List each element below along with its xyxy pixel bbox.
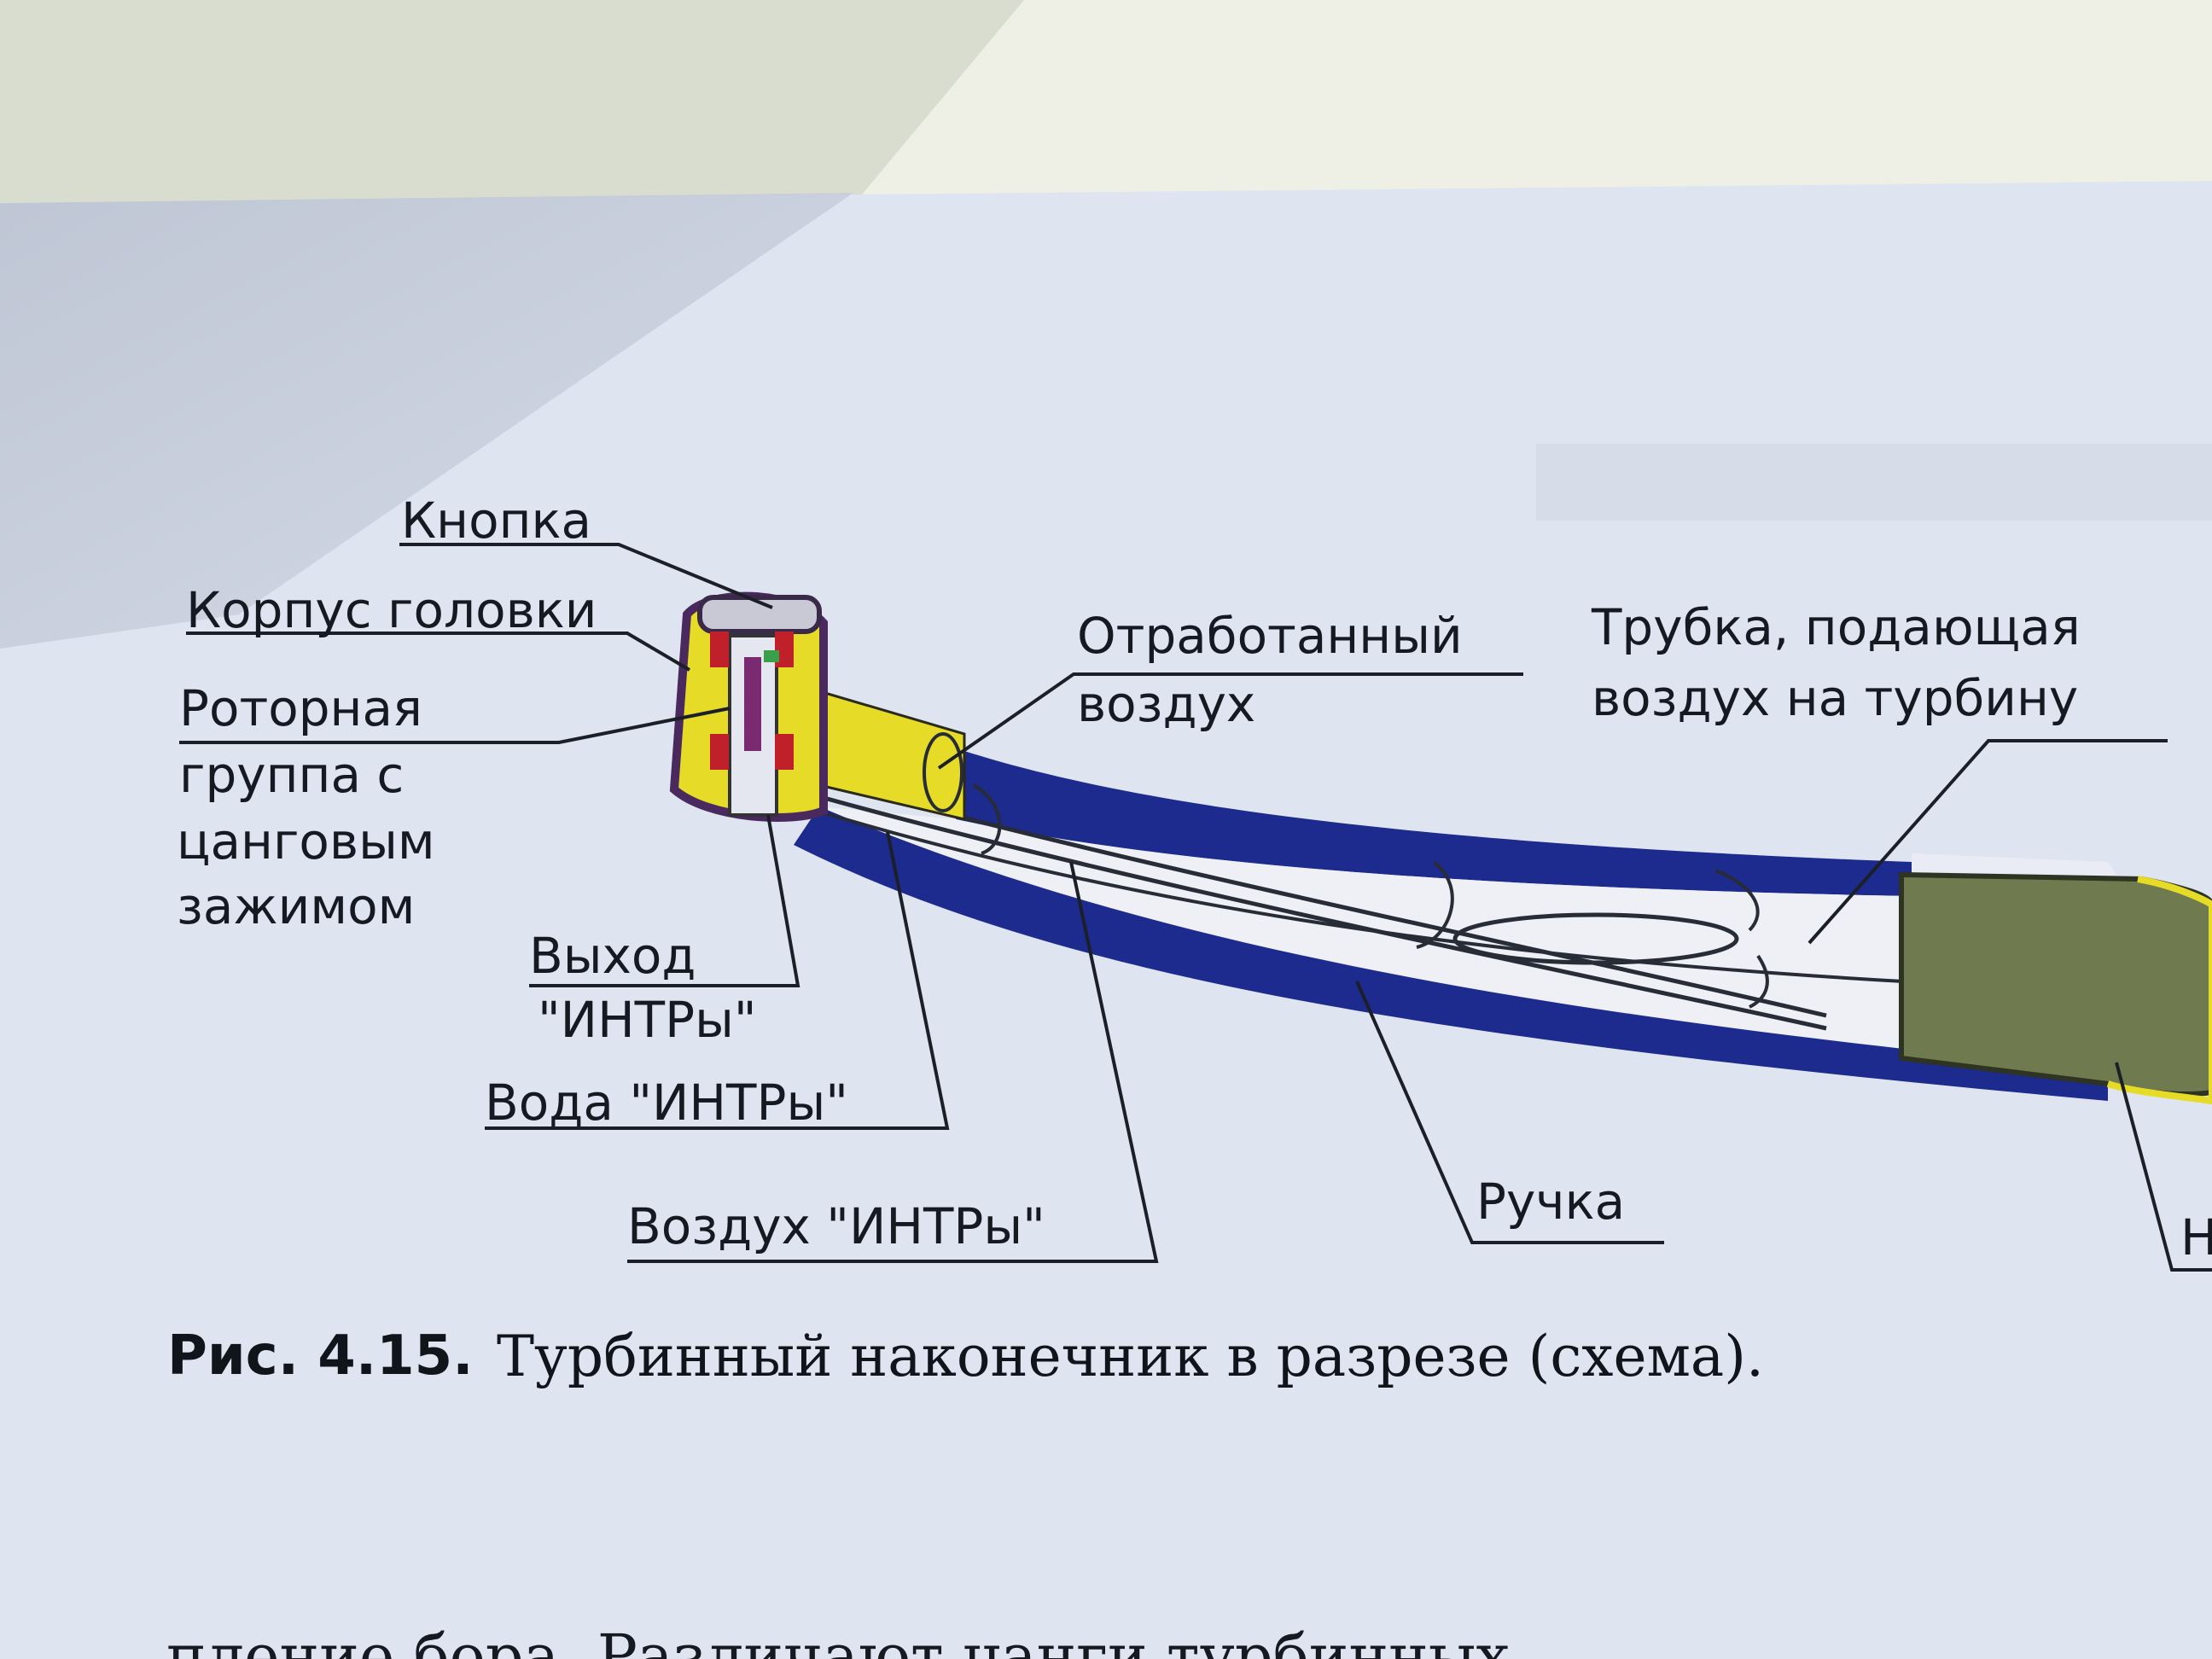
tube-bend-2 — [1714, 869, 1760, 932]
rotor-green-ring — [764, 650, 779, 662]
exhaust-loop — [972, 783, 1002, 855]
push-button — [697, 595, 822, 634]
label-korpus: Корпус головки — [186, 581, 597, 639]
leader-vozdukh — [627, 861, 1159, 1263]
rotor-bearing-4 — [775, 734, 794, 770]
internal-tube-2 — [793, 787, 1827, 1031]
label-knopka: Кнопка — [401, 492, 591, 550]
leader-vykhod — [529, 814, 800, 987]
leader-rotor — [179, 707, 731, 744]
rotor-bearing-1 — [710, 632, 729, 667]
motor-coupling — [1899, 871, 2212, 1097]
leader-ruchka — [1355, 981, 1664, 1244]
label-vykhod-1: Выход — [529, 927, 696, 985]
body-text-line: пление бора. Различают цанги турбинных — [166, 1621, 1510, 1659]
label-ruchka: Ручка — [1476, 1173, 1625, 1231]
exhaust-port — [923, 732, 963, 812]
figure-caption: Рис. 4.15. Турбинный наконечник в разрез… — [167, 1324, 1764, 1389]
rotor-bearing-2 — [775, 632, 794, 667]
leader-lines — [179, 543, 2212, 1272]
label-cutoff: Н — [2180, 1208, 2212, 1266]
leader-trubka — [1807, 739, 2168, 945]
tube-bend-1 — [1416, 860, 1454, 949]
label-vozdukh: Воздух "ИНТРы" — [627, 1197, 1045, 1255]
air-supply-tube — [1452, 912, 1739, 965]
leader-voda — [485, 831, 950, 1130]
label-otrab-1: Отработанный — [1077, 607, 1463, 665]
label-rotor-1: Роторная — [179, 679, 422, 737]
label-otrab-2: воздух — [1077, 675, 1255, 733]
labels: Кнопка Корпус головки Роторная группа с … — [177, 492, 2212, 1266]
shadow-on-paper — [0, 193, 853, 649]
rotor-bearing-3 — [710, 734, 729, 770]
tube-bend-3 — [1749, 954, 1769, 1009]
rotor-core — [744, 657, 761, 751]
internal-tube-3 — [801, 805, 1904, 983]
label-trubka-2: воздух на турбину — [1592, 669, 2078, 727]
caption-number: Рис. 4.15. — [167, 1324, 474, 1388]
caption-text: Турбинный наконечник в разрезе (схема). — [497, 1324, 1764, 1389]
leader-knopka — [399, 543, 773, 609]
leader-cutoff — [2115, 1062, 2212, 1272]
label-voda: Вода "ИНТРы" — [485, 1074, 848, 1132]
faint-bleed-through — [1536, 444, 2212, 521]
leader-otrab — [937, 672, 1523, 770]
label-rotor-3: цанговым — [177, 812, 435, 870]
label-rotor-2: группа с — [179, 746, 404, 804]
leader-korpus — [186, 632, 691, 672]
label-vykhod-2: "ИНТРы" — [538, 991, 757, 1049]
handle-housing — [956, 751, 1912, 896]
shadow-on-table — [0, 0, 1024, 205]
handpiece — [669, 591, 2212, 1105]
label-rotor-4: зажимом — [177, 877, 415, 935]
label-trubka-1: Трубка, подающая — [1591, 598, 2081, 656]
